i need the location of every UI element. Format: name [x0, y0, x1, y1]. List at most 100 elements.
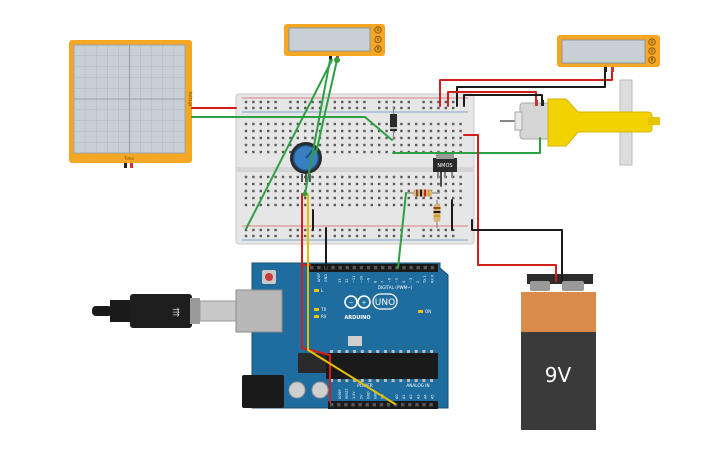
wire-scope-green[interactable] [191, 116, 393, 141]
header-hole-digital[interactable] [430, 266, 435, 270]
header-hole-power[interactable] [429, 403, 433, 407]
breadboard-hole [267, 100, 270, 104]
header-hole-digital[interactable] [416, 266, 420, 270]
arduino-uno[interactable]: TX RX L ON − + ARDUINO UNO DIGITAL (PWM~… [235, 262, 449, 409]
breadboard-hole [341, 106, 344, 110]
wire-5v-down[interactable] [301, 264, 331, 403]
dc-motor[interactable] [500, 79, 660, 166]
header-hole-power[interactable] [401, 403, 405, 407]
header-hole-power[interactable] [337, 403, 341, 407]
wire-analog-a0[interactable] [307, 193, 396, 405]
chip-pin [376, 350, 380, 353]
header-hole-digital[interactable] [317, 266, 321, 270]
multimeter-left-display [288, 27, 371, 52]
header-hole-digital[interactable] [331, 266, 335, 270]
header-hole-digital[interactable] [359, 266, 364, 270]
breadboard-hole [244, 143, 248, 147]
wire-meter-right-black[interactable] [456, 71, 606, 107]
usb-strain-relief [110, 300, 132, 322]
breadboard-hole [274, 228, 277, 232]
breadboard-hole [363, 189, 366, 193]
header-hole-power[interactable] [386, 403, 391, 407]
digital-pin-label: 8 [374, 281, 378, 283]
chip-pin [391, 350, 395, 353]
header-hole-power[interactable] [365, 403, 369, 407]
multimeter-right-button-v[interactable] [648, 47, 656, 55]
multimeter-right-button-r[interactable] [648, 56, 656, 64]
multimeter-right-button-a[interactable] [648, 38, 656, 46]
arduino-led-on [418, 310, 423, 313]
header-hole-digital[interactable] [345, 266, 349, 270]
header-hole-digital[interactable] [395, 266, 399, 270]
header-hole-power[interactable] [344, 403, 348, 407]
header-hole-power[interactable] [351, 403, 355, 407]
header-hole-digital[interactable] [409, 266, 413, 270]
header-hole-digital[interactable] [402, 266, 406, 270]
header-hole-digital[interactable] [366, 266, 371, 270]
arduino-model-frame [372, 293, 398, 310]
breadboard-hole [267, 189, 270, 193]
multimeter-left[interactable]: A V R [284, 24, 385, 61]
wire-battery-black[interactable] [471, 219, 563, 282]
header-hole-digital[interactable] [352, 266, 356, 270]
breadboard-hole [341, 182, 344, 186]
analog-pin-label: A1 [402, 394, 406, 399]
motor-terminal-neg[interactable] [541, 100, 544, 106]
breadboard-hole [304, 136, 307, 140]
header-hole-digital[interactable] [310, 266, 314, 270]
breadboard-hole [355, 189, 359, 193]
diode-band [390, 127, 397, 129]
breadboard-hole [341, 234, 344, 238]
header-hole-digital[interactable] [373, 266, 378, 270]
wire-battery-red[interactable] [463, 134, 557, 282]
wire-meter-left-com[interactable] [304, 59, 331, 195]
diode[interactable] [390, 106, 397, 140]
battery-terminal-left[interactable] [530, 281, 550, 291]
usb-cable[interactable]: ⇶ [92, 294, 257, 328]
arduino-reset-button[interactable] [265, 273, 273, 281]
multimeter-left-button-a[interactable] [374, 26, 382, 34]
oscilloscope-terminal-pos[interactable] [130, 163, 133, 168]
breadboard-hole [392, 203, 396, 207]
battery-terminal-right[interactable] [562, 281, 584, 291]
wire-meter-left-v[interactable] [315, 59, 338, 154]
multimeter-left-button-r[interactable] [374, 45, 382, 53]
breadboard-hole [429, 234, 433, 238]
motor-terminal-pos[interactable] [535, 100, 538, 106]
oscilloscope[interactable]: Voltage Time [69, 40, 193, 168]
header-hole-power[interactable] [372, 403, 376, 407]
header-hole-power[interactable] [330, 403, 334, 407]
nmos-transistor[interactable]: NMOS [433, 152, 457, 178]
breadboard-hole [252, 150, 255, 154]
breadboard-hole [429, 100, 433, 104]
oscilloscope-bottom-label: Time [123, 156, 134, 161]
wire-motor-neg[interactable] [463, 94, 543, 107]
nmos-label: NMOS [437, 163, 452, 169]
multimeter-right-probe-v[interactable] [611, 67, 614, 72]
multimeter-right-probe-com[interactable] [604, 67, 607, 72]
header-hole-power[interactable] [422, 403, 426, 407]
header-hole-digital[interactable] [338, 266, 342, 270]
breadboard-hole [415, 203, 418, 207]
oscilloscope-terminal-neg[interactable] [124, 163, 127, 168]
header-hole-power[interactable] [408, 403, 412, 407]
analog-pin-label: A0 [395, 394, 399, 399]
battery-9v[interactable]: 9V [521, 274, 596, 430]
header-hole-digital[interactable] [381, 266, 385, 270]
resistor-horizontal[interactable] [405, 189, 440, 197]
wire-meter-right-red[interactable] [439, 71, 613, 107]
header-hole-digital[interactable] [423, 266, 427, 270]
header-hole-power[interactable] [358, 403, 362, 407]
wire-meter-left-ground[interactable] [245, 59, 333, 230]
wire-pwm-gate[interactable] [397, 192, 407, 269]
header-hole-power[interactable] [379, 403, 384, 407]
header-hole-power[interactable] [415, 403, 419, 407]
breadboard-hole [452, 196, 455, 200]
multimeter-left-button-v[interactable] [374, 35, 382, 44]
wire-motor-nmos[interactable] [392, 137, 541, 154]
multimeter-right[interactable]: A V R [557, 35, 660, 72]
multimeter-left-probe-com[interactable] [329, 56, 332, 61]
resistor-vertical[interactable] [433, 200, 441, 228]
header-hole-digital[interactable] [388, 266, 392, 270]
resistor-h-band-2 [420, 189, 422, 197]
